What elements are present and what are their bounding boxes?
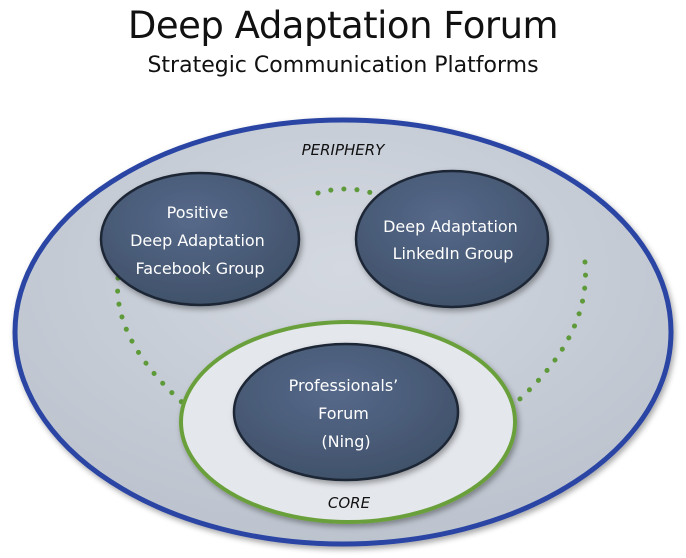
ning-label-line: (Ning) (321, 432, 370, 451)
ning-forum-node (232, 342, 460, 482)
periphery-label: PERIPHERY (302, 141, 387, 159)
page-subtitle: Strategic Communication Platforms (147, 53, 539, 78)
linkedin-label-line: Deep Adaptation (383, 217, 518, 236)
facebook-group-label: Positive Deep Adaptation Facebook Group (130, 203, 270, 278)
page-title: Deep Adaptation Forum (127, 4, 559, 47)
linkedin-group-node (354, 169, 550, 309)
ning-label-line: Forum (318, 404, 369, 423)
facebook-group-node (99, 171, 301, 307)
facebook-label-line: Facebook Group (136, 259, 265, 278)
dotted-connection (115, 186, 589, 415)
core-label: CORE (328, 494, 371, 512)
ning-forum-label: Professionals’ Forum (Ning) (289, 376, 404, 451)
facebook-label-line: Deep Adaptation (130, 231, 265, 250)
ning-label-line: Professionals’ (289, 376, 399, 395)
linkedin-group-label: Deep Adaptation LinkedIn Group (383, 217, 523, 263)
linkedin-label-line: LinkedIn Group (393, 244, 514, 263)
facebook-label-line: Positive (167, 203, 229, 222)
